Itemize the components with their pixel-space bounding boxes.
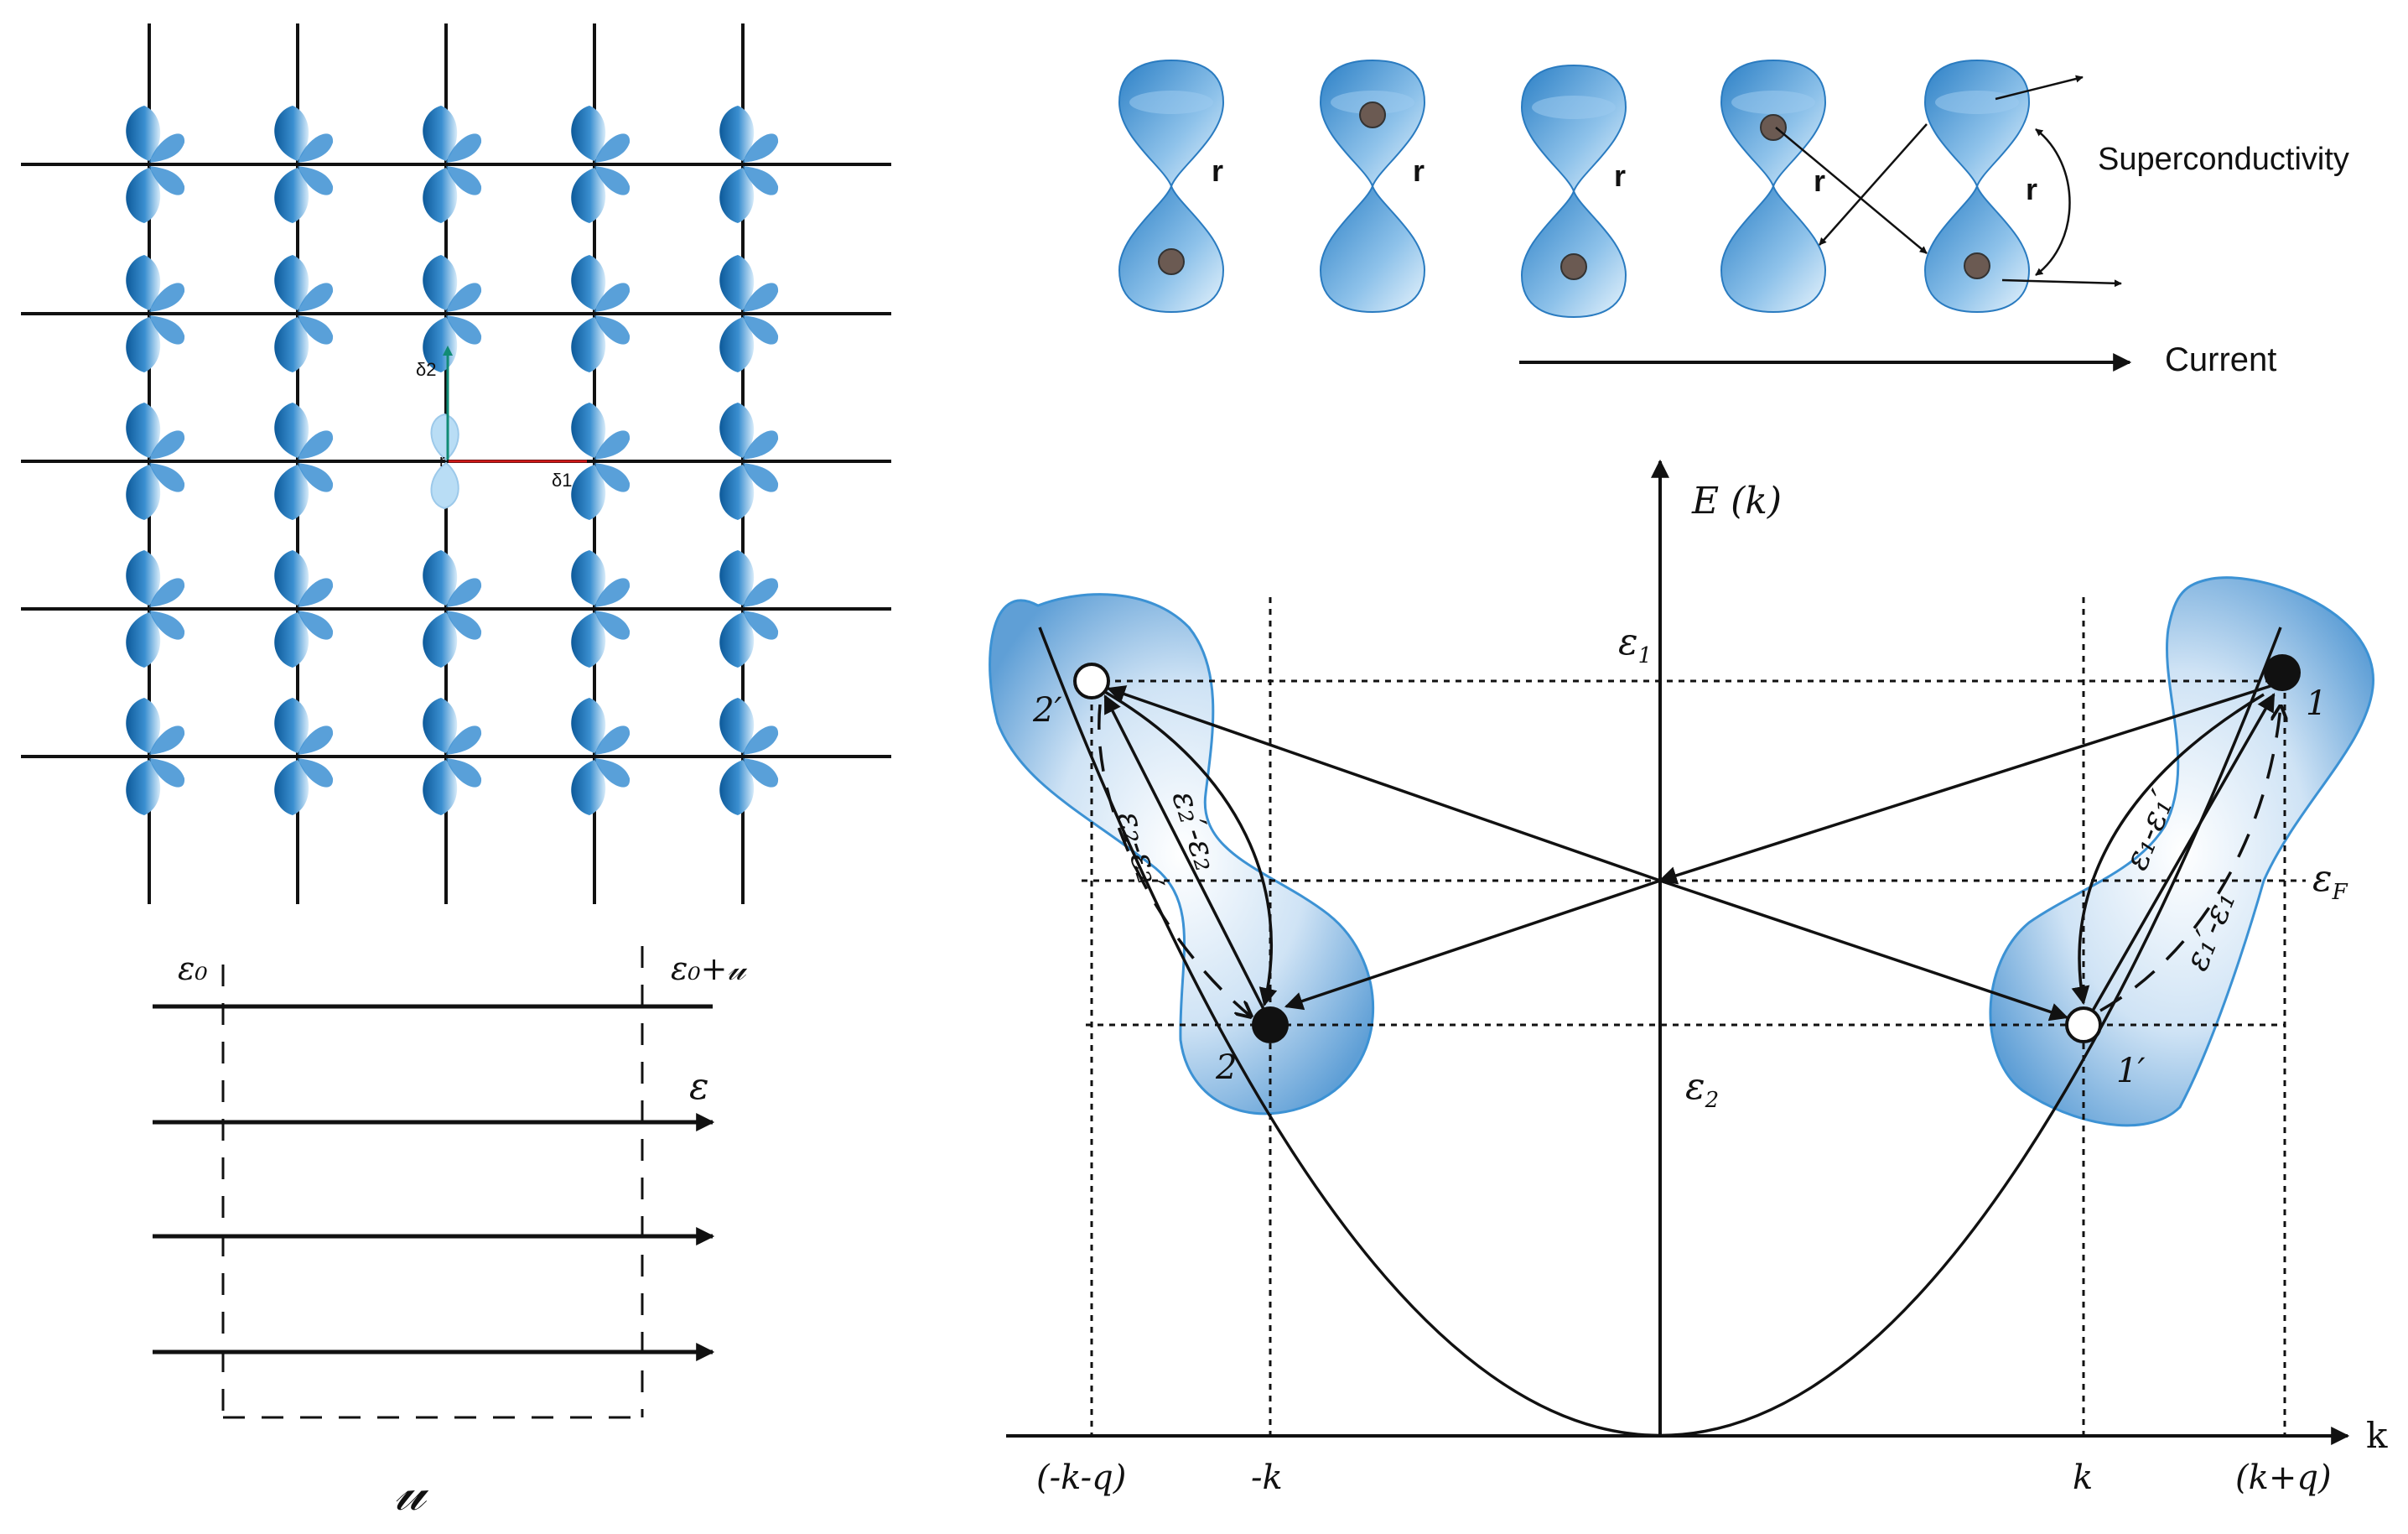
tick-k: k — [2073, 1459, 2093, 1497]
orbital-2: r — [1321, 60, 1425, 312]
electron-dot — [1159, 249, 1184, 274]
u-dashed-box — [223, 946, 642, 1417]
center-site-label: r — [439, 452, 445, 471]
epsilon-axis-label: ε — [689, 1065, 709, 1108]
point-1-prime — [2067, 1008, 2100, 1042]
point-1-prime-label: 1′ — [2116, 1052, 2146, 1090]
electron-dot — [1360, 102, 1385, 127]
k-axis-label: k — [2366, 1415, 2388, 1456]
orbital-5-r: r — [2026, 172, 2037, 206]
orbital-4: r — [1721, 60, 1825, 312]
point-2-prime — [1075, 664, 1108, 698]
epsF-label: εF — [2312, 857, 2348, 905]
right-pair-blob — [1990, 578, 2374, 1126]
electron-dot — [1561, 254, 1586, 279]
band-diagram-panel: E (k) k ε1 ε2 εF (-k-q) -k k (k+q) 2′ 2 … — [990, 461, 2388, 1497]
e0-label: ε₀ — [178, 950, 208, 987]
orbital-1: r — [1119, 60, 1223, 312]
orbital-3: r — [1522, 65, 1626, 317]
tick-k-plus-q: (k+q) — [2235, 1459, 2332, 1497]
left-pair-blob — [990, 595, 1373, 1114]
tick-minus-k: -k — [1251, 1459, 1283, 1497]
eps1-label: ε1 — [1618, 621, 1652, 668]
lattice-panel: r δ1 δ2 — [21, 23, 891, 904]
orbital-5: r — [1925, 60, 2037, 312]
orbital-4-r: r — [1814, 164, 1825, 198]
orbital-2-r: r — [1413, 153, 1425, 188]
orbital-pairs-panel: r r r r r Superconduc — [1119, 60, 2349, 378]
point-1-label: 1 — [2306, 684, 2327, 723]
point-1 — [2264, 654, 2301, 691]
energy-levels-panel: ε₀ ε₀+𝓊 ε 𝓊 — [153, 946, 747, 1523]
tick-minus-k-minus-q: (-k-q) — [1036, 1459, 1126, 1497]
energy-axis-label: E (k) — [1691, 480, 1782, 523]
orbital-1-r: r — [1212, 153, 1223, 188]
superconductivity-label: Superconductivity — [2098, 142, 2349, 177]
current-label: Current — [2165, 341, 2276, 378]
electron-dot — [1761, 115, 1786, 140]
point-2-prime-label: 2′ — [1032, 691, 1062, 730]
e0-plus-u-label: ε₀+𝓊 — [671, 950, 747, 987]
electron-dot — [1964, 253, 1990, 278]
orbital-3-r: r — [1614, 159, 1626, 193]
delta2-label: δ2 — [416, 359, 436, 380]
eps2-label: ε2 — [1685, 1065, 1719, 1113]
point-2 — [1252, 1006, 1289, 1043]
delta1-label: δ1 — [552, 470, 572, 491]
u-label: 𝓊 — [394, 1459, 429, 1523]
point-2-label: 2 — [1215, 1048, 1237, 1087]
